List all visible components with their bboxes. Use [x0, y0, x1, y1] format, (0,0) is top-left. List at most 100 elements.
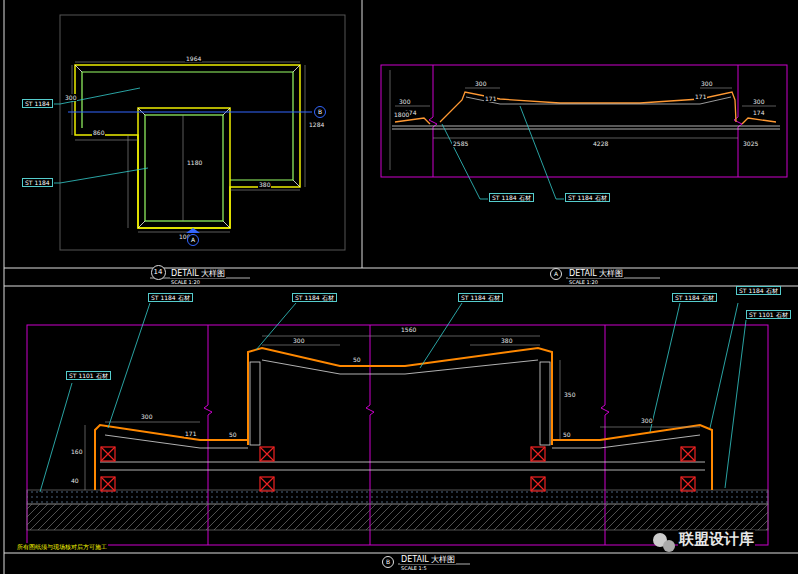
marker-text: B: [386, 559, 390, 565]
dimension-text: 300: [752, 99, 765, 105]
material-callout: ST 1184 石材: [489, 193, 534, 202]
dimension-text: 50: [562, 432, 572, 438]
dimension-text: 300: [64, 94, 77, 101]
title-text: DETAIL 大样图: [170, 270, 226, 278]
dimension-text: 40: [70, 478, 80, 484]
material-callout: ST 1184 石材: [292, 293, 337, 302]
dimension-text: 40: [70, 477, 80, 484]
dimension-text: 50: [352, 356, 362, 363]
material-callout: ST 1101 石材: [746, 310, 791, 319]
dimension-text: 171: [184, 431, 197, 437]
dimension-text: 1284: [308, 121, 325, 128]
detail-marker: 14: [151, 265, 166, 280]
scale-text: SCALE 1:20: [568, 279, 599, 285]
scale-text: SCALE 1:20: [568, 280, 599, 285]
material-callout: ST 1101 石材: [66, 373, 111, 379]
note-text: 所有图纸须与现场核对后方可施工: [16, 543, 108, 550]
dimension-text: 350: [563, 391, 576, 398]
material-callout: ST 1184 石材: [565, 195, 610, 201]
title-text: DETAIL 大样图: [568, 270, 624, 278]
dimension-text: 171: [484, 95, 497, 102]
dimension-text: 50: [228, 431, 238, 438]
material-callout: ST 1184 石材: [672, 293, 717, 302]
material-callout: ST 1184 石材: [736, 288, 781, 294]
dimension-text: 174: [752, 110, 765, 116]
dimension-text: 3025: [742, 141, 759, 147]
scale-text: SCALE 1:20: [170, 280, 201, 285]
dimension-text: 380: [500, 338, 513, 344]
dimension-text: 300: [474, 81, 487, 87]
dimension-text: 300: [398, 98, 411, 105]
material-callout: ST 1184 石材: [736, 286, 781, 295]
dimension-text: 300: [700, 81, 713, 87]
material-callout: ST 1184 石材: [458, 295, 503, 301]
dimension-text: 860: [92, 130, 105, 136]
dimension-text: 1284: [308, 122, 325, 128]
material-callout: ST 1184: [22, 180, 53, 186]
dimension-text: 160: [70, 448, 83, 455]
dimension-text: 300: [752, 98, 765, 105]
watermark: 联盟设计库: [678, 532, 755, 547]
scale-text: SCALE 1:20: [170, 279, 201, 285]
dimension-text: 171: [184, 430, 197, 437]
material-callout: ST 1101 石材: [66, 371, 111, 380]
note-text: 所有图纸须与现场核对后方可施工: [16, 544, 108, 550]
dimension-text: 350: [563, 392, 576, 398]
dimension-text: 1964: [185, 55, 202, 62]
dimension-text: 300: [700, 80, 713, 87]
dimension-text: 1800: [393, 111, 410, 118]
dimension-text: 300: [292, 338, 305, 344]
title-text: DETAIL 大样图: [400, 555, 456, 564]
dimension-text: 1180: [186, 160, 203, 166]
material-callout: ST 1184: [22, 99, 53, 108]
title-text: DETAIL 大样图: [568, 269, 624, 278]
dimension-text: 300: [292, 337, 305, 344]
dimension-text: 1964: [185, 56, 202, 62]
watermark: 联盟设计库: [678, 530, 755, 548]
dimension-text: 300: [474, 80, 487, 87]
material-callout: ST 1184: [22, 101, 53, 107]
material-callout: ST 1184 石材: [458, 293, 503, 302]
dimension-text: 2585: [452, 140, 469, 147]
material-callout: ST 1184 石材: [565, 193, 610, 202]
detail-marker: A: [550, 268, 562, 280]
dimension-text: 171: [694, 94, 707, 100]
dimension-text: 50: [562, 431, 572, 438]
dimension-text: 300: [64, 95, 77, 101]
dimension-text: 1560: [400, 326, 417, 333]
material-callout: ST 1184 石材: [489, 195, 534, 201]
dimension-text: 4228: [592, 141, 609, 147]
marker-text: A: [554, 271, 558, 277]
dimension-text: 171: [694, 93, 707, 100]
dimension-text: 380: [258, 182, 271, 188]
dimension-text: 860: [92, 129, 105, 136]
material-callout: ST 1184: [22, 178, 53, 187]
dimension-text: 300: [140, 413, 153, 420]
dimension-text: 171: [484, 96, 497, 102]
dimension-text: 380: [258, 181, 271, 188]
title-text: DETAIL 大样图: [170, 269, 226, 278]
dimension-text: 300: [140, 414, 153, 420]
section-marker: B: [314, 106, 326, 118]
marker-text: 14: [154, 269, 163, 276]
marker-text: A: [191, 237, 195, 243]
dimension-text: 1800: [393, 112, 410, 118]
section-marker: A: [187, 234, 199, 246]
dimension-text: 50: [228, 432, 238, 438]
dimension-text: 380: [500, 337, 513, 344]
dimension-text: 3025: [742, 140, 759, 147]
scale-text: SCALE 1:5: [400, 565, 428, 571]
material-callout: ST 1184 石材: [292, 295, 337, 301]
marker-text: B: [318, 109, 322, 115]
dimension-text: 50: [352, 357, 362, 363]
material-callout: ST 1184 石材: [672, 295, 717, 301]
dimension-text: 160: [70, 449, 83, 455]
dimension-text: 300: [640, 417, 653, 424]
detail-marker: B: [382, 556, 394, 568]
dimension-text: 174: [752, 109, 765, 116]
title-text: DETAIL 大样图: [400, 556, 456, 564]
dimension-text: 300: [640, 418, 653, 424]
scale-text: SCALE 1:5: [400, 566, 428, 571]
dimension-text: 300: [398, 99, 411, 105]
